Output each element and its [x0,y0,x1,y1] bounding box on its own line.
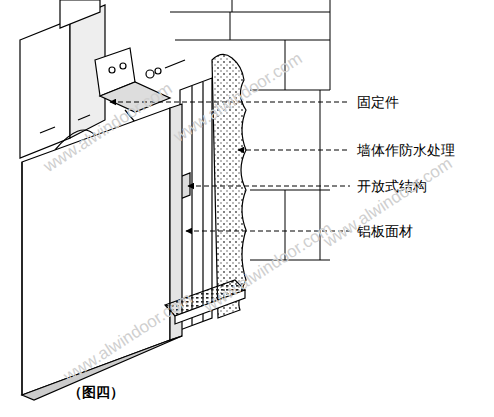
callout-label: 固定件 [357,94,399,111]
caption: （图四） [68,384,124,401]
leader-lines [110,102,350,231]
